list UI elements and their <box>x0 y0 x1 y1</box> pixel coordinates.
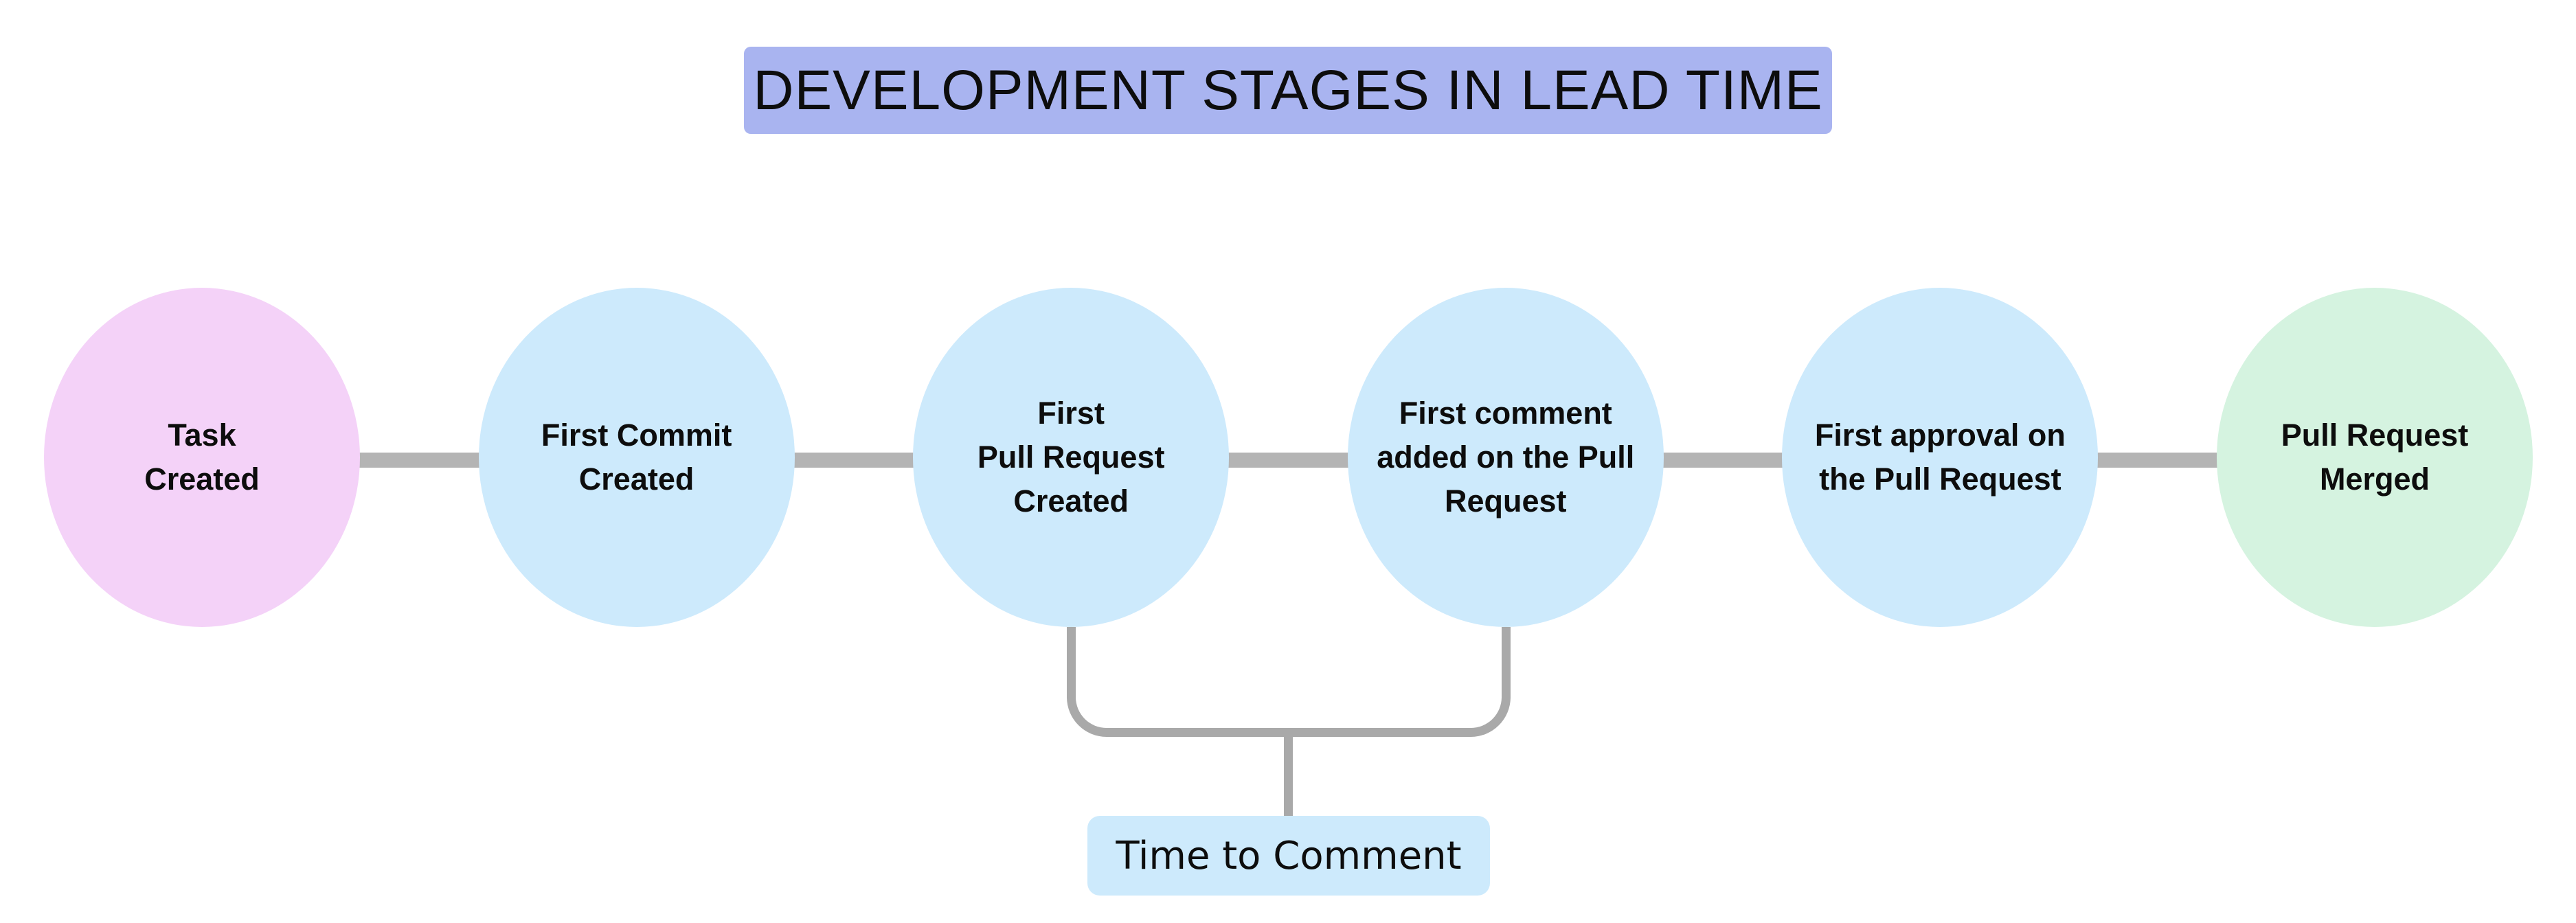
stage-pull-request-merged: Pull Request Merged <box>2216 288 2533 627</box>
stage-first-pull-request-created: First Pull Request Created <box>913 288 1230 627</box>
stage-label: First Pull Request Created <box>977 396 1165 519</box>
stage-first-approval: First approval on the Pull Request <box>1782 288 2099 627</box>
title-banner: DEVELOPMENT STAGES IN LEAD TIME <box>744 47 1832 134</box>
stages-row: Task Created First Commit Created First … <box>44 288 2533 627</box>
stage-task-created: Task Created <box>44 288 360 627</box>
stage-first-commit-created: First Commit Created <box>478 288 795 627</box>
stage-first-comment-added: First comment added on the Pull Request <box>1347 288 1664 627</box>
stage-label: Pull Request Merged <box>2281 418 2469 497</box>
stage-label: First approval on the Pull Request <box>1814 418 2066 497</box>
time-to-comment-bracket-stem <box>1284 728 1293 816</box>
time-to-comment-bracket <box>1067 627 1511 737</box>
annotation-text: Time to Comment <box>1116 833 1462 878</box>
stage-label: First comment added on the Pull Request <box>1377 396 1635 519</box>
page-title: DEVELOPMENT STAGES IN LEAD TIME <box>753 58 1823 122</box>
stage-label: Task Created <box>144 418 260 497</box>
time-to-comment-label: Time to Comment <box>1087 816 1490 896</box>
stage-label: First Commit Created <box>541 418 732 497</box>
